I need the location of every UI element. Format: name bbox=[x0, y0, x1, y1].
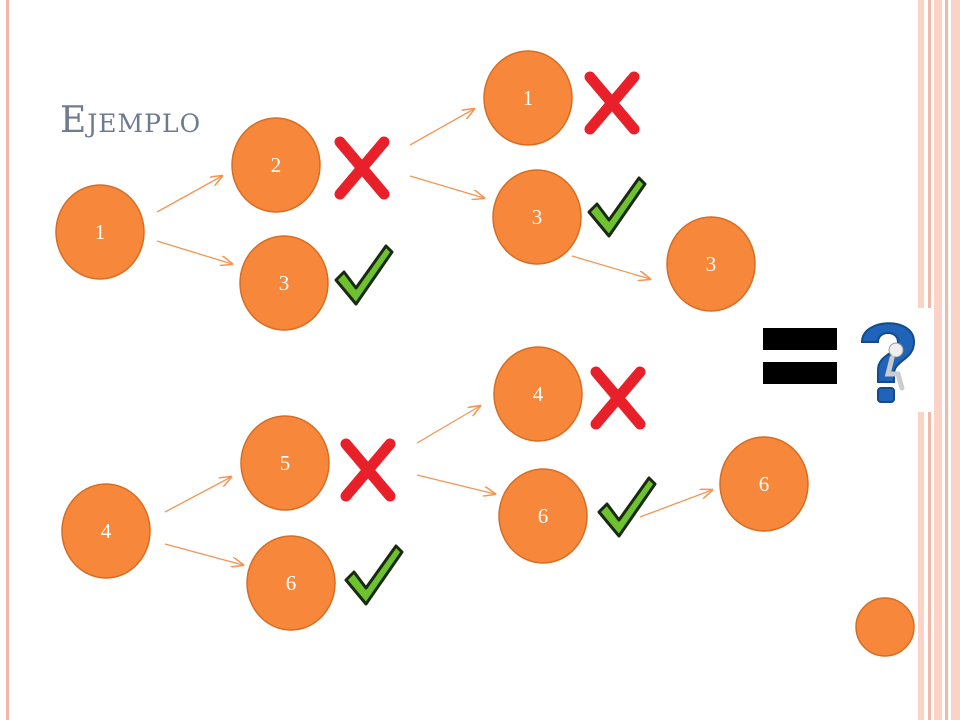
node-label: 3 bbox=[279, 271, 290, 295]
node-n3a: 3 bbox=[239, 235, 329, 331]
edge-arrow-n2-n1b bbox=[409, 109, 474, 146]
edge-arrow-n5-n4b bbox=[416, 406, 480, 444]
node-circle bbox=[55, 184, 145, 280]
check-mark-icon bbox=[587, 176, 647, 238]
node-label: 3 bbox=[706, 252, 717, 276]
node-label: 4 bbox=[533, 382, 544, 406]
node-label: 2 bbox=[271, 153, 282, 177]
cross-mark-icon bbox=[340, 438, 396, 502]
node-circle bbox=[61, 483, 151, 579]
check-mark-icon bbox=[597, 476, 657, 538]
left-border-line bbox=[6, 0, 9, 720]
edge-arrow-n3b-n3c bbox=[571, 255, 650, 279]
node-circle bbox=[498, 468, 588, 564]
node-circle bbox=[239, 235, 329, 331]
edge-arrow-n1-n3a bbox=[156, 240, 232, 264]
cross-mark-icon bbox=[590, 366, 646, 430]
node-n5: 5 bbox=[240, 415, 330, 511]
node-n4: 4 bbox=[61, 483, 151, 579]
slide-title: Ejemplo bbox=[60, 100, 202, 141]
node-n6a: 6 bbox=[246, 535, 336, 631]
node-circle bbox=[231, 117, 321, 213]
node-n3b: 3 bbox=[492, 169, 582, 265]
cross-mark-icon bbox=[334, 136, 390, 200]
node-label: 3 bbox=[532, 205, 543, 229]
edge-arrow-n1-n2 bbox=[156, 176, 222, 213]
node-circle bbox=[240, 415, 330, 511]
node-n2: 2 bbox=[231, 117, 321, 213]
node-ndot bbox=[855, 597, 915, 657]
node-label: 6 bbox=[538, 504, 549, 528]
check-mark-icon bbox=[334, 244, 394, 306]
edge-arrow-n2-n3b bbox=[409, 175, 484, 198]
edge-arrow-n5-n6b bbox=[416, 474, 495, 494]
node-n1: 1 bbox=[55, 184, 145, 280]
node-label: 6 bbox=[759, 472, 770, 496]
node-circle bbox=[719, 436, 809, 532]
node-circle bbox=[246, 535, 336, 631]
node-label: 1 bbox=[95, 220, 106, 244]
node-n3c: 3 bbox=[666, 216, 756, 312]
node-circle bbox=[492, 169, 582, 265]
node-circle bbox=[493, 346, 583, 442]
node-label: 5 bbox=[280, 451, 291, 475]
cross-mark-icon bbox=[584, 71, 640, 135]
edge-arrow-n6b-n6c bbox=[639, 490, 712, 518]
edge-arrow-n4-n6a bbox=[164, 543, 243, 565]
node-label: 6 bbox=[286, 571, 297, 595]
check-mark-icon bbox=[344, 544, 404, 606]
node-n6b: 6 bbox=[498, 468, 588, 564]
edge-arrow-n4-n5 bbox=[164, 477, 231, 513]
node-circle bbox=[855, 597, 915, 657]
node-circle bbox=[483, 50, 573, 146]
node-label: 4 bbox=[101, 519, 112, 543]
node-label: 1 bbox=[523, 86, 534, 110]
node-n6c: 6 bbox=[719, 436, 809, 532]
node-circle bbox=[666, 216, 756, 312]
question-mark-figure-icon bbox=[848, 308, 932, 412]
equals-sign-icon bbox=[763, 328, 837, 384]
node-n4b: 4 bbox=[493, 346, 583, 442]
node-n1b: 1 bbox=[483, 50, 573, 146]
